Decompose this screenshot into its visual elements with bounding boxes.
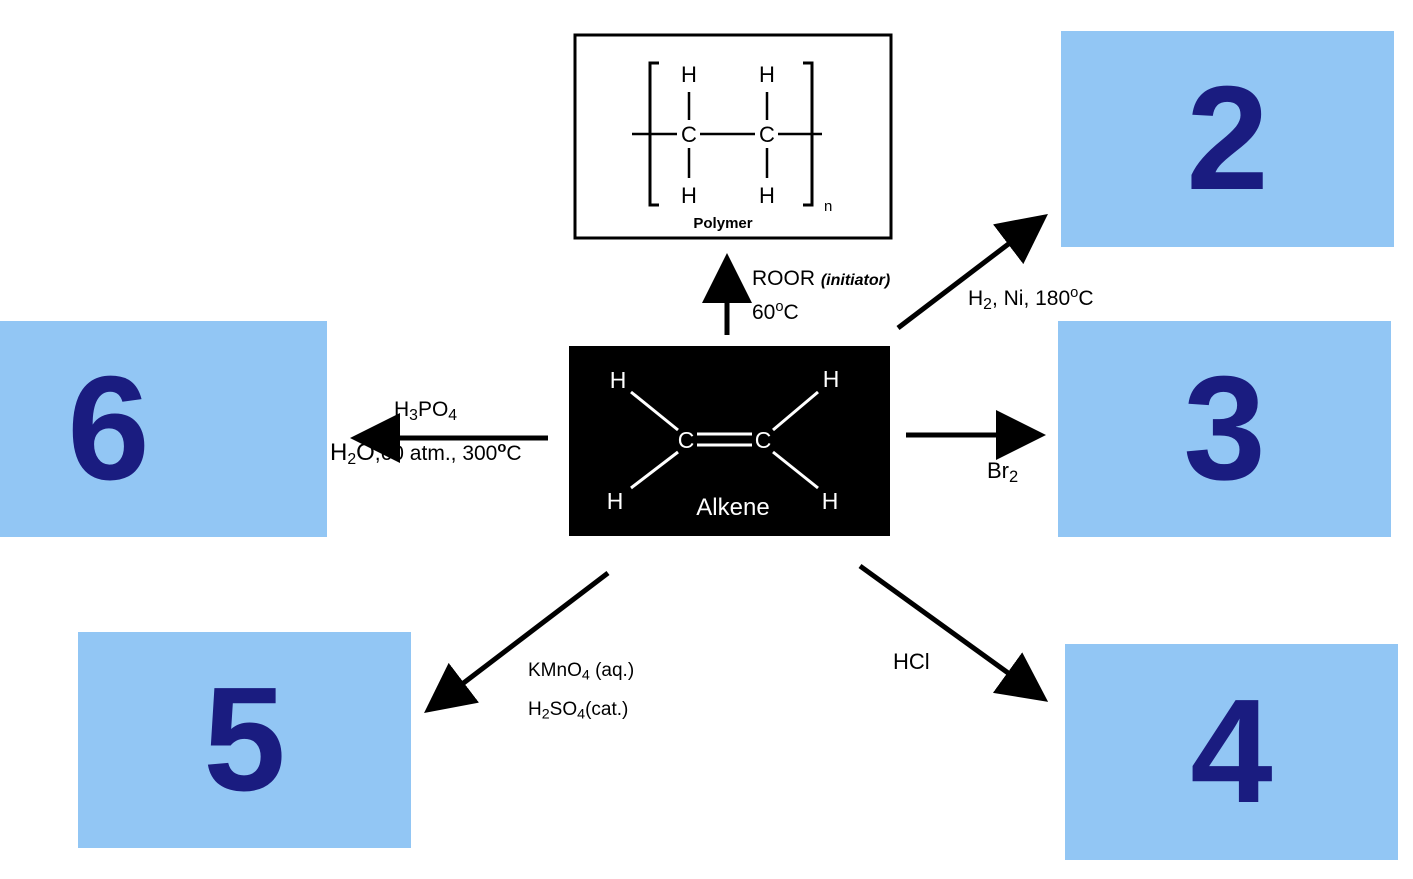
reagent-initiator-note: (initiator) (820, 272, 891, 289)
reagent-so-sub: 4 (577, 706, 586, 723)
reagent-po: PO (417, 398, 449, 421)
product-box-5: 5 (78, 632, 411, 848)
product-number-6: 6 (67, 346, 150, 511)
reagent-so: SO (549, 698, 578, 720)
alkene-h-top-left: H (610, 367, 627, 393)
reagent-h-sub: 2 (983, 296, 992, 314)
reagent-water-h: H (330, 439, 348, 467)
reagent-roor: ROOR (752, 267, 815, 290)
reagent-br: Br (987, 458, 1009, 483)
polymer-h-4: H (759, 183, 775, 208)
product-box-6: 6 (0, 321, 327, 537)
polymer-h-1: H (681, 62, 697, 87)
product-number-4: 4 (1190, 669, 1273, 834)
reagent-cat: (cat.) (585, 698, 629, 720)
reagent-hcl: HCl (893, 649, 930, 674)
product-box-4: 4 (1065, 644, 1398, 860)
polymer-label: Polymer (693, 215, 752, 232)
reagent-po-sub: 4 (448, 406, 458, 424)
reagent-hydrohalogenation: HCl (893, 649, 930, 675)
reagent-h: H (394, 398, 410, 421)
alkene-h-bottom-left: H (607, 488, 624, 514)
reagent-kmno: KMnO (528, 660, 582, 681)
arrow-up-right-icon (896, 213, 1048, 330)
reagent-h-sub: 2 (541, 706, 550, 723)
product-number-3: 3 (1183, 346, 1266, 511)
product-box-2: 2 (1061, 31, 1394, 247)
reagent-temp-unit: C (783, 301, 799, 325)
polymer-structure: H H C C H H n Polymer (573, 33, 893, 240)
alkene-c-left: C (678, 427, 695, 453)
reagent-br-sub: 2 (1009, 468, 1019, 487)
reagent-hydration: H3PO4 H2O,60 atm., 300oC (330, 395, 522, 474)
reagent-water-sub: 2 (347, 450, 357, 468)
polymer-c-1: C (681, 122, 697, 147)
reagent-degree-sup: o (497, 439, 507, 456)
reagent-ni-temp: , Ni, 180 (991, 287, 1071, 311)
reagent-temp-unit: C (1078, 287, 1094, 311)
product-number-2: 2 (1186, 56, 1269, 221)
alkene-structure: H H H H C C Alkene (569, 346, 890, 536)
reagent-aq: (aq.) (589, 660, 635, 681)
product-number-5: 5 (203, 657, 286, 822)
reagent-temp-unit: C (506, 442, 522, 466)
reagent-pressure-temp: ,60 atm., 300 (374, 442, 498, 466)
polymer-h-2: H (759, 62, 775, 87)
reagent-hydrogenation: H2, Ni, 180oC (968, 285, 1094, 314)
reagent-water-o: O (356, 439, 375, 467)
reagent-h: H (968, 287, 984, 311)
reagent-degree-sup: o (775, 299, 784, 315)
reagent-kmno-sub: 4 (581, 667, 590, 684)
alkene-c-right: C (755, 427, 772, 453)
reagent-polymerization: ROOR (initiator) 60oC (752, 266, 890, 326)
alkene-h-bottom-right: H (822, 488, 839, 514)
arrow-down-right-icon (858, 563, 1049, 702)
reagent-h: H (528, 698, 542, 720)
alkene-h-top-right: H (823, 366, 840, 392)
arrow-down-left-icon (424, 571, 610, 714)
reagent-temp-value: 60 (752, 301, 776, 325)
reagent-degree-sup: o (1070, 285, 1079, 301)
reagent-oxidation: KMnO4 (aq.) H2SO4(cat.) (528, 651, 634, 734)
reagent-bromination: Br2 (987, 458, 1018, 487)
product-box-3: 3 (1058, 321, 1391, 537)
polymer-repeat-n: n (824, 198, 832, 215)
alkene-label: Alkene (696, 494, 769, 521)
polymer-c-2: C (759, 122, 775, 147)
reagent-h-sub: 3 (409, 406, 418, 424)
polymer-h-3: H (681, 183, 697, 208)
